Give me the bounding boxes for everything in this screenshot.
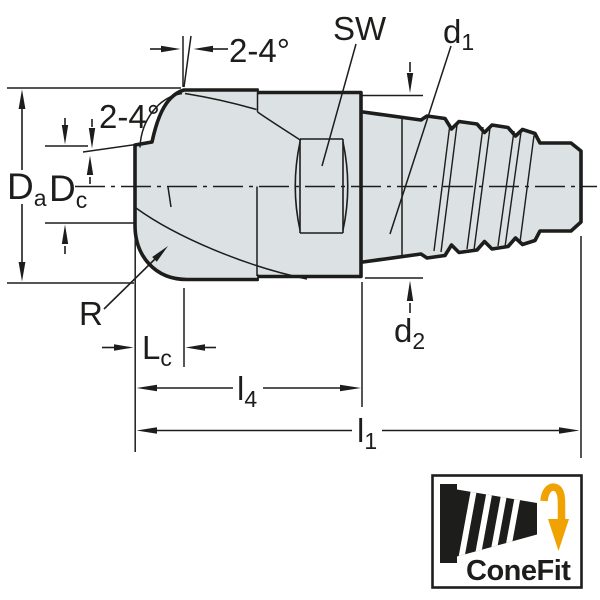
dimension-d2: d2 xyxy=(362,62,425,354)
label-sw-group: SW xyxy=(321,10,387,167)
cutting-edge-land-line xyxy=(184,92,257,111)
label-dc: Dc xyxy=(49,168,87,213)
cone-thread-stripes xyxy=(458,489,523,557)
dimension-l4: l4 xyxy=(136,282,363,412)
cone-icon xyxy=(440,484,537,563)
label-r: R xyxy=(79,295,103,332)
dimension-da: Da xyxy=(7,87,181,284)
conefit-logo: ConeFit xyxy=(431,474,583,589)
label-l1: l1 xyxy=(357,412,377,454)
leader-line xyxy=(389,45,452,235)
arrowhead-right xyxy=(114,344,134,351)
rotation-arrow-icon xyxy=(540,483,569,551)
flute-curve-bottom xyxy=(135,207,308,280)
arrowhead-left xyxy=(136,384,157,392)
dimension-radius: R xyxy=(79,246,168,332)
dimension-dc: Dc xyxy=(45,118,134,254)
arrowhead-up xyxy=(86,155,94,175)
arrowhead-down xyxy=(88,128,96,149)
dimension-front-angle: 2-4° xyxy=(82,98,160,184)
flute-curve-top xyxy=(257,111,302,142)
head-outline xyxy=(133,88,258,225)
label-sw: SW xyxy=(333,10,387,47)
arrowhead-down xyxy=(406,73,414,93)
label-top-angle: 2-4° xyxy=(229,32,290,69)
arrowhead-up xyxy=(406,280,414,301)
label-lc: Lc xyxy=(142,329,172,371)
label-front-angle: 2-4° xyxy=(99,98,160,135)
arrowhead-left xyxy=(185,344,205,351)
arrowhead-up xyxy=(18,89,26,109)
insert-pocket-line xyxy=(167,186,172,208)
label-d2: d2 xyxy=(394,312,425,354)
logo-text: ConeFit xyxy=(466,555,571,587)
leader-line xyxy=(103,258,156,310)
arrowhead-left xyxy=(136,427,157,434)
corner-land-arc xyxy=(139,92,183,148)
arrowhead-down xyxy=(18,262,26,282)
tool-body xyxy=(75,88,597,282)
dimension-lc: Lc xyxy=(102,238,216,452)
head-shank-outline xyxy=(258,90,363,279)
arrowhead-down xyxy=(61,125,69,145)
dimension-top-angle: 2-4° xyxy=(150,32,290,88)
dimension-l1: l1 xyxy=(136,236,582,458)
arrowhead-up-right xyxy=(152,246,168,262)
label-d1: d1 xyxy=(443,13,474,55)
arrowhead-right xyxy=(161,45,181,53)
leader-line xyxy=(321,43,357,167)
label-da: Da xyxy=(7,166,47,211)
label-d1-group: d1 xyxy=(389,13,474,235)
taper-ext-line xyxy=(82,141,151,153)
arrowhead-left xyxy=(193,45,213,53)
head-bottom-outline xyxy=(133,224,258,282)
arrowhead-up xyxy=(61,224,69,244)
arrowhead-right xyxy=(340,384,361,392)
thread-flank-lines xyxy=(433,123,535,253)
ext-line-tilted xyxy=(183,35,192,88)
label-l4: l4 xyxy=(237,370,257,412)
arrowhead-right xyxy=(559,427,580,434)
